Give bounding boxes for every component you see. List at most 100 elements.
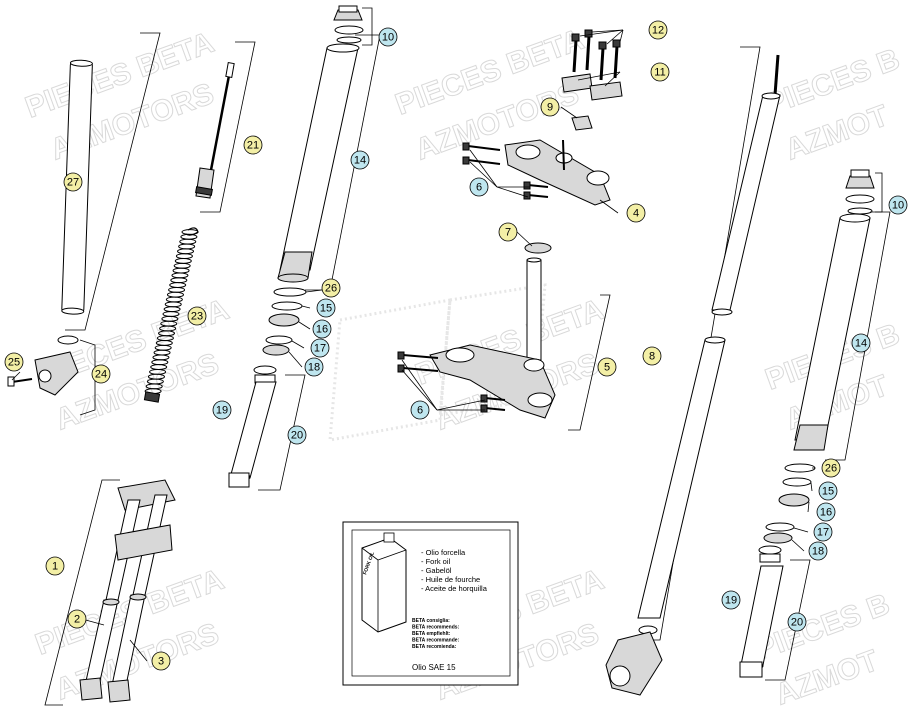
callout-19: 19: [721, 590, 741, 610]
seal-stack-right: [763, 463, 816, 544]
fork-cap-10-right: [845, 169, 875, 215]
cartridge-21: [195, 62, 235, 199]
recommend-line-2: BETA empfiehlt:: [412, 631, 451, 637]
recommend-line-1: BETA recommends:: [412, 625, 460, 631]
callout-15: 15: [316, 298, 336, 318]
left-group: [7, 32, 256, 416]
callout-label: 4: [633, 208, 639, 220]
oil-can-icon: FORK OIL: [361, 532, 407, 633]
callout-14: 14: [851, 333, 871, 353]
callout-circle: [350, 150, 370, 170]
callout-label: 27: [67, 177, 79, 189]
oil-line-2: - Gabelöl: [421, 566, 452, 575]
callout-24: 24: [91, 364, 111, 384]
callout-circle: [813, 522, 833, 542]
callout-19: 19: [212, 400, 232, 420]
callout-label: 18: [308, 362, 320, 374]
nut-9: [571, 115, 593, 131]
guard-19-right: [739, 545, 784, 678]
callout-circle: [818, 481, 838, 501]
callout-20: 20: [287, 425, 307, 445]
oil-seal-16: [268, 313, 300, 327]
fork-assembly-1: [44, 479, 176, 706]
recommend-line-4: BETA recomienda:: [412, 644, 457, 650]
spring-coil: [173, 262, 191, 269]
bearing-7: [524, 242, 552, 254]
callout-label: 14: [354, 155, 366, 167]
spring-coil: [152, 354, 170, 361]
callout-label: 7: [505, 227, 511, 239]
bolts-12: [571, 29, 621, 81]
recommend-line-0: BETA consiglia:: [412, 618, 450, 624]
callout-label: 14: [855, 338, 867, 350]
spring-coil: [166, 291, 184, 298]
callout-circle: [650, 62, 670, 82]
oil-line-1: - Fork oil: [421, 557, 451, 566]
spring-coil: [169, 282, 187, 288]
callout-26: 26: [321, 278, 341, 298]
callout-circle: [597, 357, 617, 377]
outer-tube-14: [277, 43, 360, 283]
callout-label: 18: [812, 546, 824, 558]
callout-label: 15: [320, 303, 332, 315]
oil-spec: Olio SAE 15: [412, 663, 456, 672]
bolts-6-upper: [462, 142, 549, 200]
callout-10: 10: [888, 195, 908, 215]
callout-label: 2: [74, 614, 80, 626]
leader-lines: [11, 29, 815, 662]
callout-6: 6: [469, 177, 489, 197]
callout-3: 3: [151, 651, 171, 671]
lower-triple-clamp-group: [397, 242, 611, 431]
left-outer-group: [228, 5, 381, 491]
recommend-line-3: BETA recommande:: [412, 638, 460, 644]
callout-26: 26: [821, 458, 841, 478]
callout-7: 7: [498, 222, 518, 242]
upper-clamp-4: [504, 139, 611, 206]
spring-coil: [177, 248, 195, 255]
callout-label: 11: [654, 67, 665, 79]
right-group: [605, 46, 891, 696]
callout-circle: [212, 400, 232, 420]
callout-circle: [316, 298, 336, 318]
spring-coil: [172, 267, 190, 274]
spring-coil: [171, 272, 189, 279]
callout-circle: [4, 352, 24, 372]
seal-26: [273, 287, 307, 297]
callout-label: 10: [382, 32, 394, 44]
spring-coil: [168, 286, 186, 293]
oil-lines: - Olio forcella- Fork oil- Gabelöl- Huil…: [421, 548, 488, 593]
callout-circle: [787, 612, 807, 632]
callout-circle: [821, 458, 841, 478]
seal-stack: [262, 287, 307, 356]
callout-label: 26: [325, 283, 337, 295]
callout-circle: [243, 135, 263, 155]
callout-circle: [469, 177, 489, 197]
guard-19: [228, 365, 277, 488]
callout-circle: [648, 20, 668, 40]
callout-label: 19: [216, 405, 228, 417]
callout-label: 19: [725, 595, 737, 607]
callout-label: 5: [604, 362, 610, 374]
screw-25: [7, 376, 33, 387]
callout-circle: [626, 203, 646, 223]
callout-label: 26: [825, 463, 837, 475]
callout-circle: [816, 502, 836, 522]
callout-label: 17: [817, 527, 829, 539]
callout-20: 20: [787, 612, 807, 632]
callout-circle: [888, 195, 908, 215]
callout-1: 1: [45, 556, 65, 576]
callout-16: 16: [312, 319, 332, 339]
callout-18: 18: [304, 357, 324, 377]
callout-label: 9: [547, 102, 553, 114]
outer-tube-14-right: [793, 213, 871, 451]
callout-label: 12: [652, 25, 664, 37]
callout-circle: [67, 609, 87, 629]
spring-coil: [151, 359, 169, 366]
callout-9: 9: [540, 97, 560, 117]
callout-label: 24: [95, 369, 107, 381]
spring-coil: [164, 301, 182, 308]
callout-label: 25: [8, 357, 20, 369]
callout-circle: [642, 346, 662, 366]
spring-coil: [178, 243, 196, 250]
spring-coil: [175, 253, 193, 260]
